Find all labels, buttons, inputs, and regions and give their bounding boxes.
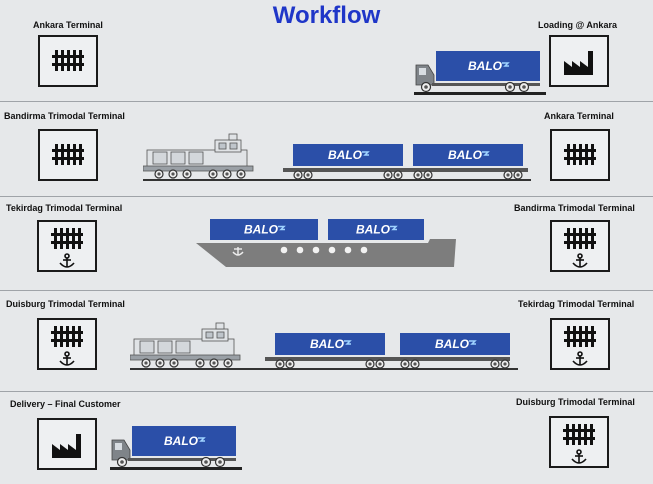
- factory-icon: [549, 35, 609, 87]
- brand-logo: BALO: [310, 337, 345, 351]
- row-divider: [0, 196, 653, 197]
- brand-logo: BALO: [356, 223, 391, 237]
- anchor-icon: [232, 247, 244, 256]
- brand-logo: BALO: [468, 59, 503, 73]
- step-2-left-label: Bandirma Trimodal Terminal: [4, 111, 125, 121]
- brand-logo: BALO: [448, 148, 483, 162]
- row-divider: [0, 391, 653, 392]
- rail-port-icon: [37, 220, 97, 272]
- workflow-step-1: Ankara Terminal Loading @ Ankara BALO: [0, 0, 653, 100]
- rail-icon: [38, 35, 98, 87]
- step-3-right-label: Bandirma Trimodal Terminal: [514, 203, 635, 213]
- rail-port-icon: [550, 318, 610, 370]
- workflow-step-5: Delivery – Final Customer Duisburg Trimo…: [0, 392, 653, 484]
- train: BALO BALO: [142, 132, 531, 189]
- factory-icon: [37, 418, 97, 470]
- train: BALO BALO: [129, 321, 520, 376]
- brand-logo: BALO: [244, 223, 279, 237]
- step-1-right-label: Loading @ Ankara: [538, 20, 617, 30]
- workflow-step-2: Bandirma Trimodal Terminal Ankara Termin…: [0, 102, 653, 196]
- row-divider: [0, 290, 653, 291]
- truck: BALO: [108, 420, 244, 477]
- truck: BALO: [412, 45, 548, 102]
- ship: BALO BALO: [196, 217, 458, 274]
- step-5-left-label: Delivery – Final Customer: [10, 399, 121, 409]
- step-3-left-label: Tekirdag Trimodal Terminal: [6, 203, 123, 213]
- brand-logo: BALO: [435, 337, 470, 351]
- step-5-right-label: Duisburg Trimodal Terminal: [516, 397, 635, 407]
- workflow-step-3: Tekirdag Trimodal Terminal Bandirma Trim…: [0, 197, 653, 290]
- brand-logo: BALO: [164, 434, 199, 448]
- step-4-right-label: Tekirdag Trimodal Terminal: [518, 299, 635, 309]
- rail-icon: [38, 129, 98, 181]
- step-2-right-label: Ankara Terminal: [544, 111, 614, 121]
- rail-icon: [550, 129, 610, 181]
- step-1-left-label: Ankara Terminal: [33, 20, 103, 30]
- rail-port-icon: [549, 416, 609, 468]
- rail-port-icon: [550, 220, 610, 272]
- page-title: Workflow: [272, 2, 381, 29]
- row-divider: [0, 101, 653, 102]
- rail-port-icon: [37, 318, 97, 370]
- brand-logo: BALO: [328, 148, 363, 162]
- workflow-step-4: Duisburg Trimodal Terminal Tekirdag Trim…: [0, 291, 653, 391]
- step-4-left-label: Duisburg Trimodal Terminal: [6, 299, 125, 309]
